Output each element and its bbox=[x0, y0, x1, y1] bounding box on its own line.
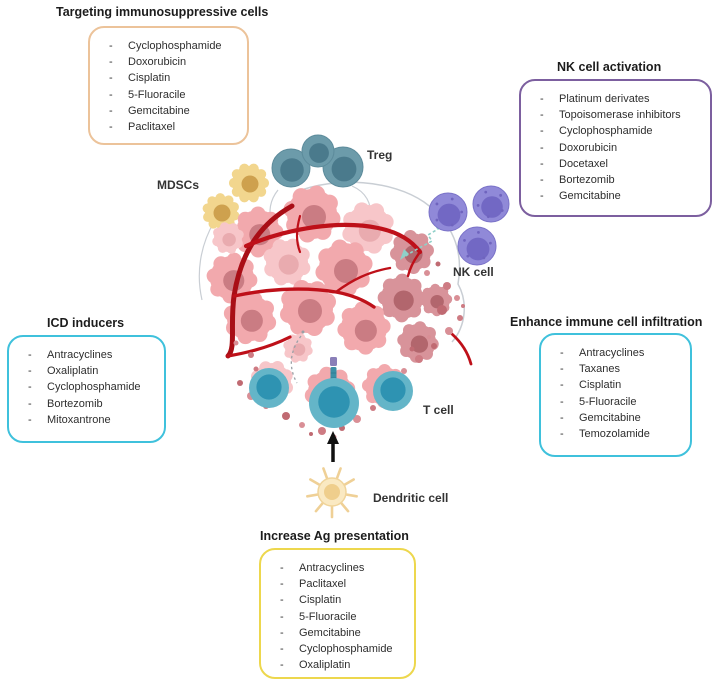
drug-item: Gemcitabine bbox=[275, 625, 410, 641]
drug-item-label: Bortezomib bbox=[47, 397, 103, 410]
drug-item-label: Doxorubicin bbox=[559, 141, 618, 154]
drug-item: Bortezomib bbox=[23, 396, 160, 412]
drug-item-label: 5-Fluoracile bbox=[128, 88, 186, 101]
drug-box-increase-ag-presentation: Antracyclines Paclitaxel Cisplatin 5-Flu… bbox=[259, 548, 416, 679]
drug-item: Antracyclines bbox=[23, 347, 160, 363]
drug-box-nk-cell-activation: Platinum derivates Topoisomerase inhibit… bbox=[519, 79, 712, 217]
drug-item: Cisplatin bbox=[104, 70, 243, 86]
drug-item-label: Docetaxel bbox=[559, 157, 608, 170]
drug-item: Paclitaxel bbox=[275, 576, 410, 592]
t-cell-label: T cell bbox=[423, 403, 454, 417]
treg-label: Treg bbox=[367, 148, 393, 162]
drug-item: Docetaxel bbox=[535, 156, 706, 172]
drug-item-label: Cyclophosphamide bbox=[47, 381, 141, 394]
drug-item: Oxaliplatin bbox=[275, 657, 410, 673]
drug-item: Doxorubicin bbox=[535, 140, 706, 156]
drug-item-label: Paclitaxel bbox=[128, 121, 176, 134]
drug-item: 5-Fluoracile bbox=[275, 609, 410, 625]
drug-item-label: Antracyclines bbox=[47, 349, 113, 361]
drug-item: Platinum derivates bbox=[535, 91, 706, 107]
drug-item-label: Topoisomerase inhibitors bbox=[559, 109, 681, 122]
mdscs-label: MDSCs bbox=[157, 178, 200, 192]
drug-item: Gemcitabine bbox=[104, 103, 243, 119]
drug-item: Topoisomerase inhibitors bbox=[535, 107, 706, 123]
drug-item-label: Gemcitabine bbox=[579, 411, 641, 424]
drug-item-label: Platinum derivates bbox=[559, 93, 650, 105]
drug-item-label: Paclitaxel bbox=[299, 578, 347, 591]
drug-item: Paclitaxel bbox=[104, 119, 243, 135]
drug-item-label: Cyclophosphamide bbox=[299, 643, 393, 656]
drug-item: 5-Fluoracile bbox=[104, 87, 243, 103]
drug-item: 5-Fluoracile bbox=[555, 394, 686, 410]
drug-item: Cisplatin bbox=[555, 377, 686, 393]
drug-item: Cyclophosphamide bbox=[535, 123, 706, 139]
drug-item: Mitoxantrone bbox=[23, 412, 160, 428]
drug-item: Gemcitabine bbox=[535, 188, 706, 204]
box-title-increase-ag-presentation: Increase Ag presentation bbox=[260, 529, 409, 543]
drug-box-enhance-immune-cell-infiltration: Antracyclines Taxanes Cisplatin 5-Fluora… bbox=[539, 333, 692, 457]
drug-item-label: Cisplatin bbox=[579, 379, 622, 392]
nk-cell-label: NK cell bbox=[453, 265, 494, 279]
box-title-nk-cell-activation: NK cell activation bbox=[557, 60, 662, 74]
box-title-icd-inducers: ICD inducers bbox=[47, 316, 125, 330]
box-title-enhance-immune-cell-infiltration: Enhance immune cell infiltration bbox=[510, 315, 703, 329]
drug-item: Oxaliplatin bbox=[23, 363, 160, 379]
drug-item: Temozolamide bbox=[555, 426, 686, 442]
drug-item: Antracyclines bbox=[555, 345, 686, 361]
drug-item-label: Cyclophosphamide bbox=[559, 125, 653, 138]
drug-item: Cisplatin bbox=[275, 592, 410, 608]
drug-box-targeting-immunosuppressive-cells: Cyclophosphamide Doxorubicin Cisplatin 5… bbox=[88, 26, 249, 145]
drug-item: Bortezomib bbox=[535, 172, 706, 188]
drug-item-label: Bortezomib bbox=[559, 174, 615, 187]
drug-item: Antracyclines bbox=[275, 560, 410, 576]
drug-item-label: Gemcitabine bbox=[559, 190, 621, 203]
drug-item: Cyclophosphamide bbox=[104, 38, 243, 54]
drug-item-label: Antracyclines bbox=[579, 347, 645, 359]
drug-item-label: Cyclophosphamide bbox=[128, 40, 222, 52]
drug-item: Cyclophosphamide bbox=[275, 641, 410, 657]
drug-item: Doxorubicin bbox=[104, 54, 243, 70]
drug-box-icd-inducers: Antracyclines Oxaliplatin Cyclophosphami… bbox=[7, 335, 166, 443]
dendritic-cell-label: Dendritic cell bbox=[373, 491, 449, 505]
box-title-targeting-immunosuppressive-cells: Targeting immunosuppressive cells bbox=[56, 5, 269, 19]
drug-item-label: Temozolamide bbox=[579, 428, 650, 441]
drug-item-label: Doxorubicin bbox=[128, 56, 187, 69]
drug-item: Gemcitabine bbox=[555, 410, 686, 426]
drug-item-label: 5-Fluoracile bbox=[579, 395, 637, 408]
drug-item-label: Gemcitabine bbox=[299, 626, 361, 639]
drug-item-label: Cisplatin bbox=[299, 594, 342, 607]
drug-item-label: Mitoxantrone bbox=[47, 413, 111, 426]
drug-item-label: Oxaliplatin bbox=[47, 365, 99, 378]
drug-item: Taxanes bbox=[555, 361, 686, 377]
drug-item-label: Cisplatin bbox=[128, 72, 171, 85]
drug-item-label: Gemcitabine bbox=[128, 104, 190, 117]
drug-item-label: 5-Fluoracile bbox=[299, 610, 357, 623]
drug-item-label: Oxaliplatin bbox=[299, 659, 351, 672]
drug-item-label: Antracyclines bbox=[299, 562, 365, 574]
drug-item-label: Taxanes bbox=[579, 363, 620, 376]
drug-item: Cyclophosphamide bbox=[23, 379, 160, 395]
